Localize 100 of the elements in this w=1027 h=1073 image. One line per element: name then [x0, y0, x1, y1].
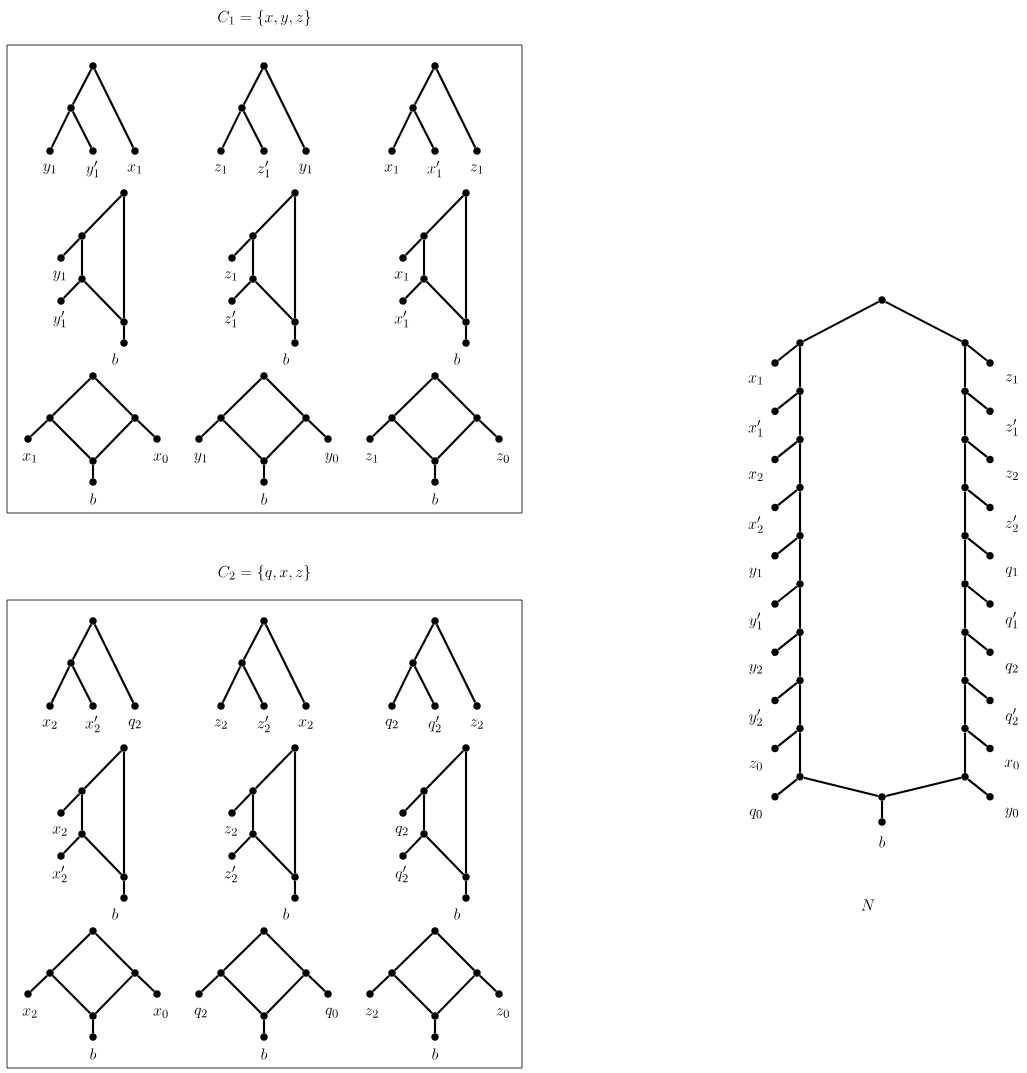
leaf-label: $x_1$ — [394, 271, 409, 281]
leaf-label: $q_2$ — [395, 825, 408, 836]
edge-line — [223, 975, 262, 1014]
leaf-label: $x_1'$ — [394, 310, 409, 328]
leaf-label: $x_1'$ — [427, 160, 442, 178]
edge-line — [798, 443, 802, 484]
leaf-label: $y_1$ — [43, 163, 56, 175]
edge-line — [293, 881, 297, 894]
leaf-label: $x_2$ — [748, 471, 763, 482]
leaf-label: $b$ — [283, 353, 290, 365]
leaf-label: $b$ — [879, 836, 886, 848]
edge-line — [880, 801, 884, 818]
edge-line — [392, 666, 413, 703]
edge-line — [266, 975, 304, 1014]
edge-line — [437, 378, 475, 416]
edge-line — [71, 69, 93, 105]
leaf-label: $b$ — [90, 493, 97, 505]
edge-line — [426, 195, 464, 234]
edge-line — [255, 281, 293, 320]
edge-line — [223, 933, 262, 971]
leaf-label: $b$ — [261, 493, 268, 505]
leaf-label: $y_2$ — [749, 664, 762, 675]
edge-line — [394, 975, 433, 1014]
edge-line — [30, 420, 48, 437]
leaf-label: $z_2$ — [1005, 470, 1018, 481]
leaf-label: $b$ — [432, 1048, 439, 1060]
leaf-label: $b$ — [283, 908, 290, 920]
leaf-label: $q_2'$ — [428, 715, 441, 733]
edge-line — [52, 933, 91, 971]
leaf-label: $x_0$ — [1004, 759, 1019, 770]
edge-line — [93, 624, 135, 703]
leaf-label: $q_0$ — [749, 808, 762, 819]
leaf-label: $b$ — [432, 493, 439, 505]
edge-line — [394, 420, 433, 459]
leaf-label: $b$ — [261, 1048, 268, 1060]
edge-line — [422, 240, 426, 275]
edge-line — [308, 420, 326, 437]
edge-line — [435, 69, 477, 148]
edge-line — [63, 793, 80, 811]
leaf-label: $z_1$ — [1005, 374, 1018, 384]
leaf-label: $z_2$ — [224, 826, 237, 836]
leaf-label: $y_1'$ — [53, 310, 66, 328]
leaf-label: $x_2'$ — [52, 865, 67, 883]
edge-line — [63, 836, 80, 854]
leaf-label: $b$ — [112, 353, 119, 365]
edge-line — [967, 344, 988, 362]
edge-line — [52, 378, 91, 416]
edge-line — [255, 836, 293, 875]
edge-line — [479, 420, 497, 437]
edge-line — [435, 624, 477, 703]
leaf-label: $z_0$ — [496, 1008, 509, 1018]
leaf-label: $y_1'$ — [749, 612, 762, 630]
edge-line — [777, 633, 798, 651]
edge-line — [777, 441, 798, 458]
edge-line — [251, 240, 255, 275]
edge-line — [967, 537, 988, 555]
edge-line — [777, 682, 798, 699]
leaf-label: $z_2$ — [365, 1008, 378, 1018]
edge-line — [394, 933, 433, 971]
edge-line — [963, 491, 967, 532]
leaf-label: $z_1'$ — [1005, 418, 1018, 436]
leaf-label: $x_2$ — [52, 826, 67, 836]
edge-line — [293, 197, 297, 318]
edge-line — [394, 378, 433, 416]
edge-line — [405, 836, 422, 854]
edge-line — [50, 666, 71, 703]
leaf-label: $z_1$ — [214, 164, 227, 174]
edge-line — [71, 624, 93, 660]
leaf-label: $z_1$ — [365, 453, 378, 463]
edge-line — [95, 378, 133, 416]
edge-line — [137, 975, 155, 992]
leaf-label: $z_1$ — [224, 271, 237, 281]
edge-line — [967, 441, 988, 458]
leaf-label: $x_2'$ — [748, 516, 763, 533]
leaf-label: $z_0$ — [496, 453, 509, 463]
leaf-label: $q_2'$ — [1005, 708, 1018, 725]
edge-line — [251, 795, 255, 830]
edge-line — [91, 1020, 95, 1033]
edge-line — [479, 975, 497, 992]
leaf-label: $z_2'$ — [257, 715, 270, 733]
edge-line — [405, 238, 422, 256]
edge-line — [84, 281, 122, 320]
leaf-label: $x_1'$ — [748, 419, 763, 437]
leaf-label: $z_1'$ — [224, 310, 237, 328]
edge-line — [242, 624, 264, 660]
edge-line — [967, 585, 988, 603]
edge-line — [264, 69, 306, 148]
edge-line — [967, 778, 988, 796]
edge-line — [122, 326, 126, 339]
edge-line — [201, 420, 219, 437]
edge-line — [413, 624, 435, 660]
edge-line — [264, 624, 306, 703]
leaf-label: $q_1'$ — [1005, 611, 1018, 629]
edge-line — [777, 489, 798, 506]
leaf-label: $z_0$ — [749, 760, 762, 771]
edge-line — [52, 420, 91, 459]
edge-line — [433, 1020, 437, 1033]
leaf-label: $x_1$ — [748, 375, 763, 385]
edge-line — [122, 881, 126, 894]
leaf-label: $x_2$ — [298, 719, 313, 729]
